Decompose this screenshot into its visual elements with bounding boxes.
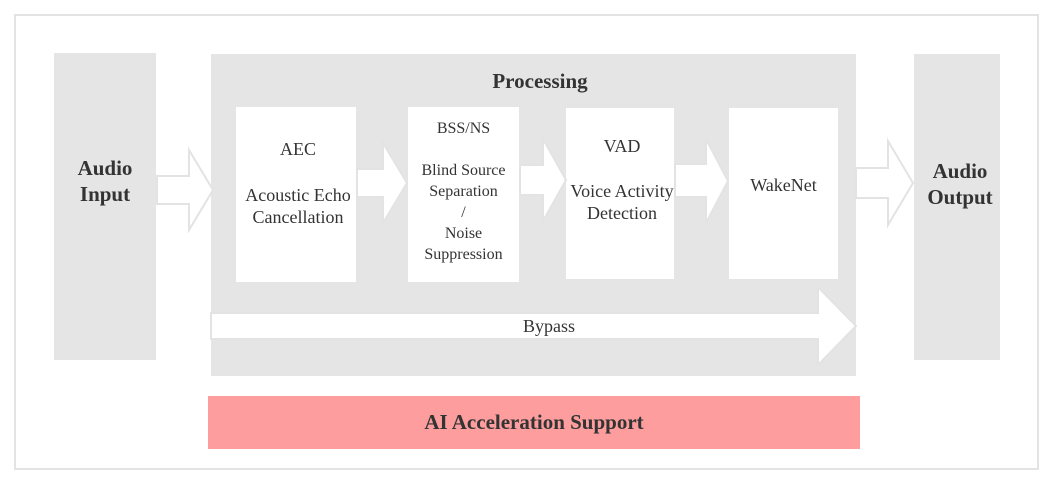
vad-desc-line2: Detection (587, 203, 657, 223)
wakenet-title: WakeNet (750, 175, 817, 195)
bss-desc-line3: / (461, 204, 466, 221)
ai-acceleration-label: AI Acceleration Support (424, 410, 644, 434)
audio-input-block (54, 53, 156, 360)
audio-output-block (914, 54, 1000, 360)
bss-ns-label: BSS/NS Blind Source Separation / Noise S… (408, 118, 519, 265)
processing-to-output-arrow (855, 137, 915, 229)
vad-to-wakenet-arrow (674, 138, 730, 224)
vad-title: VAD (603, 136, 641, 156)
wakenet-stage (729, 108, 838, 279)
audio-output-line1: Audio (932, 159, 988, 183)
bypass-label: Bypass (522, 316, 575, 336)
vad-desc-line1: Voice Activity (570, 181, 674, 201)
audio-output-label: Audio Output (910, 158, 1010, 210)
aec-desc-line2: Cancellation (252, 207, 344, 227)
audio-input-line2: Input (79, 182, 131, 206)
bss-desc-line2: Separation (429, 183, 498, 200)
aec-stage (236, 107, 356, 282)
ai-acceleration-bar: AI Acceleration Support (208, 396, 860, 449)
aec-label: AEC Acoustic Echo Cancellation (236, 138, 360, 228)
diagram-frame (14, 14, 1039, 470)
bss-desc-line4: Noise (444, 225, 483, 242)
input-to-aec-arrow (156, 146, 215, 234)
bss-desc-line5: Suppression (424, 246, 503, 263)
audio-input-label: Audio Input (54, 155, 156, 207)
processing-title: Processing (492, 69, 588, 93)
aec-to-bss-arrow (356, 139, 409, 227)
bypass-arrow (210, 284, 858, 368)
bss-ns-stage (408, 107, 519, 282)
bss-ns-title: BSS/NS (436, 120, 491, 137)
vad-label: VAD Voice Activity Detection (562, 135, 682, 224)
bss-to-vad-arrow (519, 135, 568, 225)
audio-input-line1: Audio (77, 156, 133, 180)
aec-title: AEC (280, 139, 316, 159)
bss-desc-line1: Blind Source (421, 162, 506, 179)
aec-desc-line1: Acoustic Echo (245, 185, 351, 205)
audio-output-line2: Output (927, 185, 993, 209)
vad-stage (566, 108, 674, 279)
